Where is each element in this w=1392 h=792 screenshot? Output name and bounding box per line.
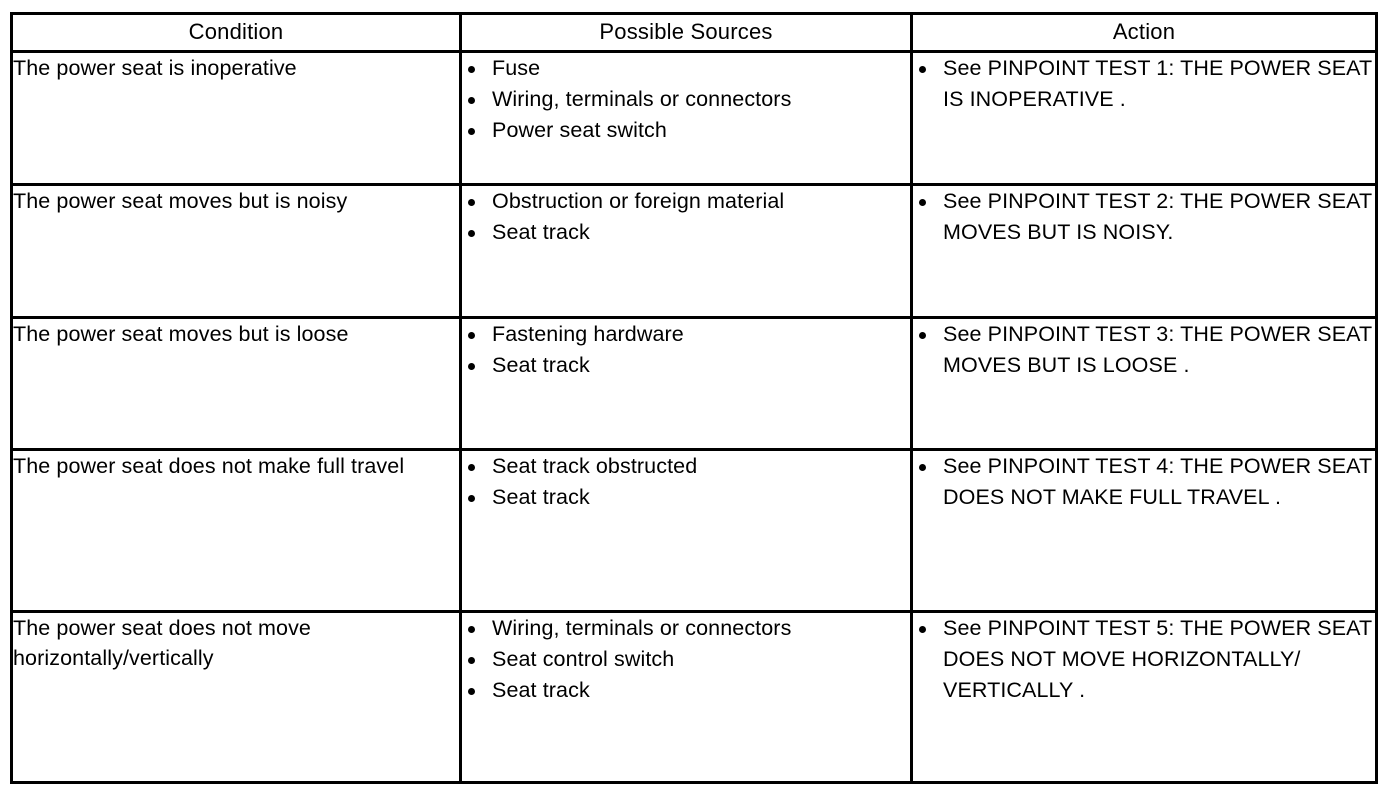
- list-item: Seat control switch: [462, 644, 910, 675]
- list-item: See PINPOINT TEST 4: THE POWER SEAT DOES…: [913, 451, 1375, 513]
- table-body: The power seat is inoperative Fuse Wirin…: [10, 50, 1378, 784]
- condition-text: The power seat does not make full travel: [13, 454, 405, 478]
- list-item-text: Fastening hardware: [492, 322, 684, 346]
- table-header-row: Condition Possible Sources Action: [10, 12, 1378, 53]
- bullet-icon: [468, 97, 475, 104]
- list-item: See PINPOINT TEST 5: THE POWER SEAT DOES…: [913, 613, 1375, 706]
- possible-sources-list: Fuse Wiring, terminals or connectors Pow…: [462, 53, 910, 146]
- list-item-text: Seat track: [492, 353, 590, 377]
- bullet-icon: [468, 464, 475, 471]
- action-list: See PINPOINT TEST 3: THE POWER SEAT MOVE…: [913, 319, 1375, 381]
- cell-possible-sources: Obstruction or foreign material Seat tra…: [459, 183, 913, 319]
- bullet-icon: [468, 688, 475, 695]
- column-header-action-label: Action: [1112, 19, 1176, 44]
- cell-action: See PINPOINT TEST 5: THE POWER SEAT DOES…: [910, 610, 1378, 784]
- list-item: Seat track obstructed: [462, 451, 910, 482]
- cell-action: See PINPOINT TEST 1: THE POWER SEAT IS I…: [910, 50, 1378, 186]
- column-header-condition: Condition: [10, 12, 462, 53]
- list-item-text: Seat track: [492, 485, 590, 509]
- table-row: The power seat is inoperative Fuse Wirin…: [10, 50, 1378, 186]
- list-item-text: Wiring, terminals or connectors: [492, 87, 792, 111]
- bullet-icon: [919, 626, 926, 633]
- bullet-icon: [468, 495, 475, 502]
- list-item-text: Power seat switch: [492, 118, 667, 142]
- bullet-icon: [468, 363, 475, 370]
- diagnostic-table: Condition Possible Sources Action The po…: [10, 12, 1378, 784]
- condition-text: The power seat does not move horizontall…: [13, 616, 311, 670]
- action-list: See PINPOINT TEST 4: THE POWER SEAT DOES…: [913, 451, 1375, 513]
- list-item: Wiring, terminals or connectors: [462, 84, 910, 115]
- list-item-text: See PINPOINT TEST 2: THE POWER SEAT MOVE…: [943, 189, 1372, 244]
- possible-sources-list: Obstruction or foreign material Seat tra…: [462, 186, 910, 248]
- bullet-icon: [468, 657, 475, 664]
- cell-possible-sources: Seat track obstructed Seat track: [459, 448, 913, 613]
- cell-condition: The power seat does not make full travel: [10, 448, 462, 613]
- list-item: Power seat switch: [462, 115, 910, 146]
- bullet-icon: [468, 230, 475, 237]
- cell-condition: The power seat moves but is loose: [10, 316, 462, 451]
- list-item-text: Seat track: [492, 220, 590, 244]
- possible-sources-list: Seat track obstructed Seat track: [462, 451, 910, 513]
- bullet-icon: [919, 332, 926, 339]
- bullet-icon: [468, 199, 475, 206]
- possible-sources-list: Wiring, terminals or connectors Seat con…: [462, 613, 910, 706]
- cell-possible-sources: Wiring, terminals or connectors Seat con…: [459, 610, 913, 784]
- cell-possible-sources: Fuse Wiring, terminals or connectors Pow…: [459, 50, 913, 186]
- cell-action: See PINPOINT TEST 3: THE POWER SEAT MOVE…: [910, 316, 1378, 451]
- list-item-text: See PINPOINT TEST 5: THE POWER SEAT DOES…: [943, 616, 1372, 702]
- bullet-icon: [468, 128, 475, 135]
- list-item-text: Obstruction or foreign material: [492, 189, 785, 213]
- list-item-text: Seat track obstructed: [492, 454, 698, 478]
- possible-sources-list: Fastening hardware Seat track: [462, 319, 910, 381]
- cell-possible-sources: Fastening hardware Seat track: [459, 316, 913, 451]
- table-row: The power seat does not make full travel…: [10, 448, 1378, 613]
- list-item: Seat track: [462, 675, 910, 706]
- list-item: Fuse: [462, 53, 910, 84]
- list-item-text: See PINPOINT TEST 1: THE POWER SEAT IS I…: [943, 56, 1372, 111]
- list-item-text: See PINPOINT TEST 4: THE POWER SEAT DOES…: [943, 454, 1372, 509]
- bullet-icon: [919, 199, 926, 206]
- cell-action: See PINPOINT TEST 2: THE POWER SEAT MOVE…: [910, 183, 1378, 319]
- list-item: Fastening hardware: [462, 319, 910, 350]
- list-item: Seat track: [462, 217, 910, 248]
- condition-text: The power seat is inoperative: [13, 56, 297, 80]
- action-list: See PINPOINT TEST 2: THE POWER SEAT MOVE…: [913, 186, 1375, 248]
- bullet-icon: [468, 626, 475, 633]
- column-header-condition-label: Condition: [188, 19, 284, 44]
- list-item: Seat track: [462, 482, 910, 513]
- list-item: See PINPOINT TEST 1: THE POWER SEAT IS I…: [913, 53, 1375, 115]
- list-item-text: Wiring, terminals or connectors: [492, 616, 792, 640]
- condition-text: The power seat moves but is loose: [13, 322, 349, 346]
- column-header-possible-sources: Possible Sources: [459, 12, 913, 53]
- action-list: See PINPOINT TEST 1: THE POWER SEAT IS I…: [913, 53, 1375, 115]
- bullet-icon: [468, 332, 475, 339]
- bullet-icon: [919, 66, 926, 73]
- cell-condition: The power seat does not move horizontall…: [10, 610, 462, 784]
- table-row: The power seat moves but is loose Fasten…: [10, 316, 1378, 451]
- cell-condition: The power seat moves but is noisy: [10, 183, 462, 319]
- action-list: See PINPOINT TEST 5: THE POWER SEAT DOES…: [913, 613, 1375, 706]
- table-header: Condition Possible Sources Action: [10, 12, 1378, 53]
- list-item: Wiring, terminals or connectors: [462, 613, 910, 644]
- cell-condition: The power seat is inoperative: [10, 50, 462, 186]
- condition-text: The power seat moves but is noisy: [13, 189, 348, 213]
- list-item-text: Seat control switch: [492, 647, 675, 671]
- bullet-icon: [919, 464, 926, 471]
- list-item: Seat track: [462, 350, 910, 381]
- table-row: The power seat moves but is noisy Obstru…: [10, 183, 1378, 319]
- list-item-text: See PINPOINT TEST 3: THE POWER SEAT MOVE…: [943, 322, 1372, 377]
- bullet-icon: [468, 66, 475, 73]
- cell-action: See PINPOINT TEST 4: THE POWER SEAT DOES…: [910, 448, 1378, 613]
- list-item-text: Fuse: [492, 56, 541, 80]
- list-item: See PINPOINT TEST 3: THE POWER SEAT MOVE…: [913, 319, 1375, 381]
- list-item: See PINPOINT TEST 2: THE POWER SEAT MOVE…: [913, 186, 1375, 248]
- table-row: The power seat does not move horizontall…: [10, 610, 1378, 784]
- list-item-text: Seat track: [492, 678, 590, 702]
- list-item: Obstruction or foreign material: [462, 186, 910, 217]
- column-header-action: Action: [910, 12, 1378, 53]
- column-header-possible-sources-label: Possible Sources: [599, 19, 773, 44]
